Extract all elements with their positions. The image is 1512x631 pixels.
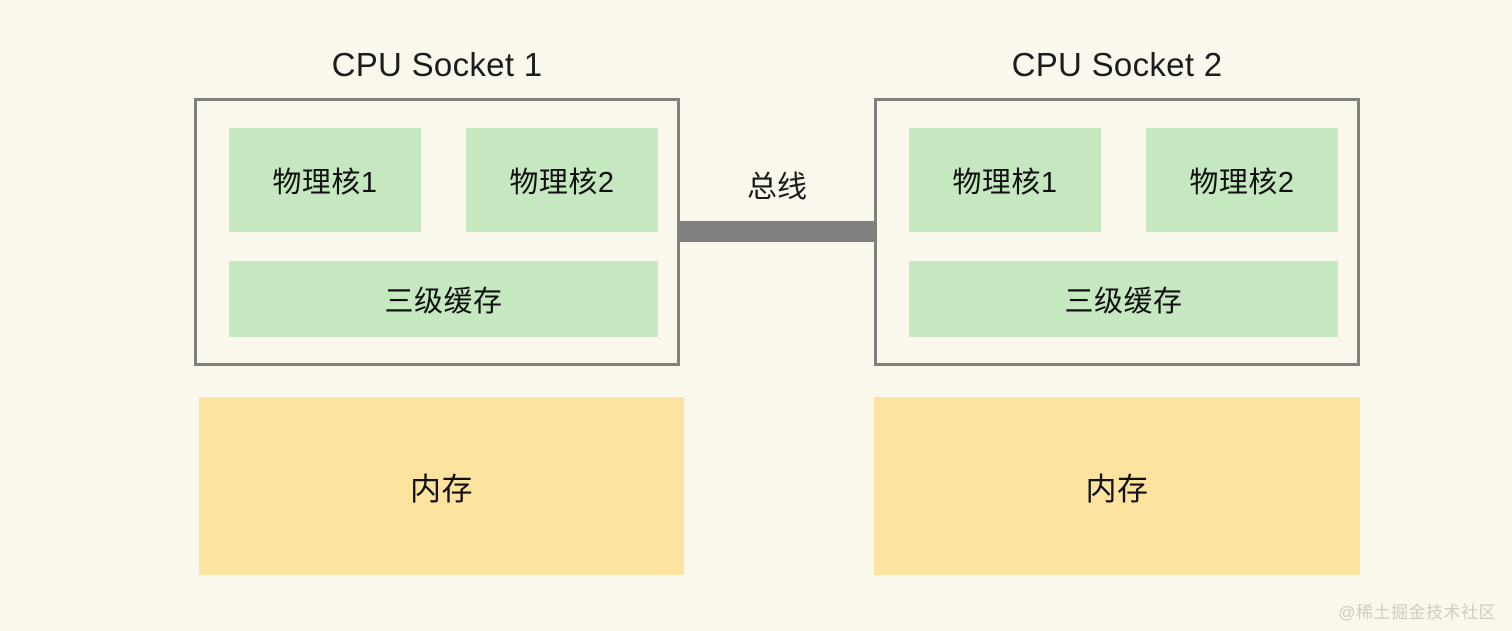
socket-2-core-2: 物理核2 — [1146, 128, 1338, 232]
bus-label: 总线 — [747, 171, 807, 204]
cpu-socket-2: 物理核1 物理核2 三级缓存 — [874, 98, 1360, 366]
socket-2-l3-cache: 三级缓存 — [909, 261, 1338, 337]
socket-1-memory: 内存 — [199, 397, 684, 575]
socket-2-title: CPU Socket 2 — [1011, 46, 1223, 83]
cpu-socket-1: 物理核1 物理核2 三级缓存 — [194, 98, 680, 366]
bus-connector — [678, 221, 876, 242]
watermark: @稀土掘金技术社区 — [1338, 603, 1496, 622]
socket-1-l3-cache: 三级缓存 — [229, 261, 658, 337]
socket-1-core-1: 物理核1 — [229, 128, 421, 232]
socket-2-memory: 内存 — [874, 397, 1360, 575]
socket-2-core-1: 物理核1 — [909, 128, 1101, 232]
socket-1-title: CPU Socket 1 — [331, 46, 543, 83]
socket-1-core-2: 物理核2 — [466, 128, 658, 232]
